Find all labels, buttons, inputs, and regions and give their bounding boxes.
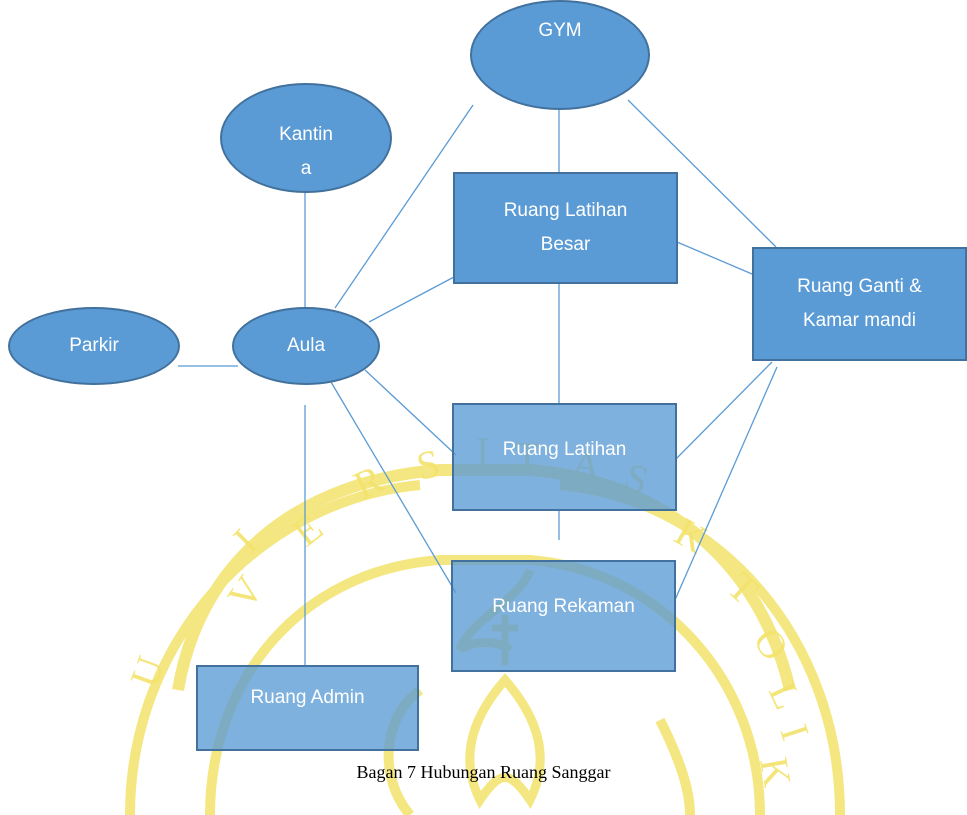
- node-ruang-admin: Ruang Admin: [196, 665, 419, 751]
- node-gym-label: GYM: [538, 20, 582, 41]
- edge-ruang-ganti-ruang-rekaman: [674, 366, 778, 601]
- node-ruang-admin-label: Ruang Admin: [250, 687, 365, 708]
- edge-ruang-latihan-besar-ruang-ganti: [676, 241, 753, 275]
- node-ruang-latihan-besar-label: Ruang Latihan Besar: [503, 200, 628, 255]
- node-ruang-rekaman-label: Ruang Rekaman: [492, 596, 635, 617]
- node-gym: GYM: [470, 0, 650, 110]
- node-ruang-latihan-label: Ruang Latihan: [502, 439, 627, 460]
- edge-aula-ruang-latihan-besar: [368, 276, 455, 323]
- node-kantin-label: Kantin a: [279, 124, 333, 179]
- edge-gym-ruang-ganti: [627, 99, 777, 248]
- figure-caption: Bagan 7 Hubungan Ruang Sanggar: [356, 762, 611, 782]
- node-ruang-ganti-label: Ruang Ganti & Kamar mandi: [797, 276, 922, 331]
- edge-ruang-ganti-ruang-latihan: [674, 361, 773, 461]
- node-kantin: Kantin a: [220, 83, 392, 193]
- edge-aula-ruang-latihan: [364, 369, 457, 456]
- node-ruang-latihan-besar: Ruang Latihan Besar: [453, 172, 678, 284]
- edge-aula-ruang-rekaman: [330, 381, 457, 594]
- node-ruang-ganti: Ruang Ganti & Kamar mandi: [752, 247, 967, 361]
- node-ruang-rekaman: Ruang Rekaman: [451, 560, 676, 672]
- node-ruang-latihan: Ruang Latihan: [452, 403, 677, 511]
- node-aula: Aula: [232, 307, 380, 385]
- node-aula-label: Aula: [286, 335, 326, 356]
- node-parkir: Parkir: [8, 307, 180, 385]
- node-parkir-label: Parkir: [69, 335, 119, 356]
- edge-gym-aula: [334, 104, 474, 309]
